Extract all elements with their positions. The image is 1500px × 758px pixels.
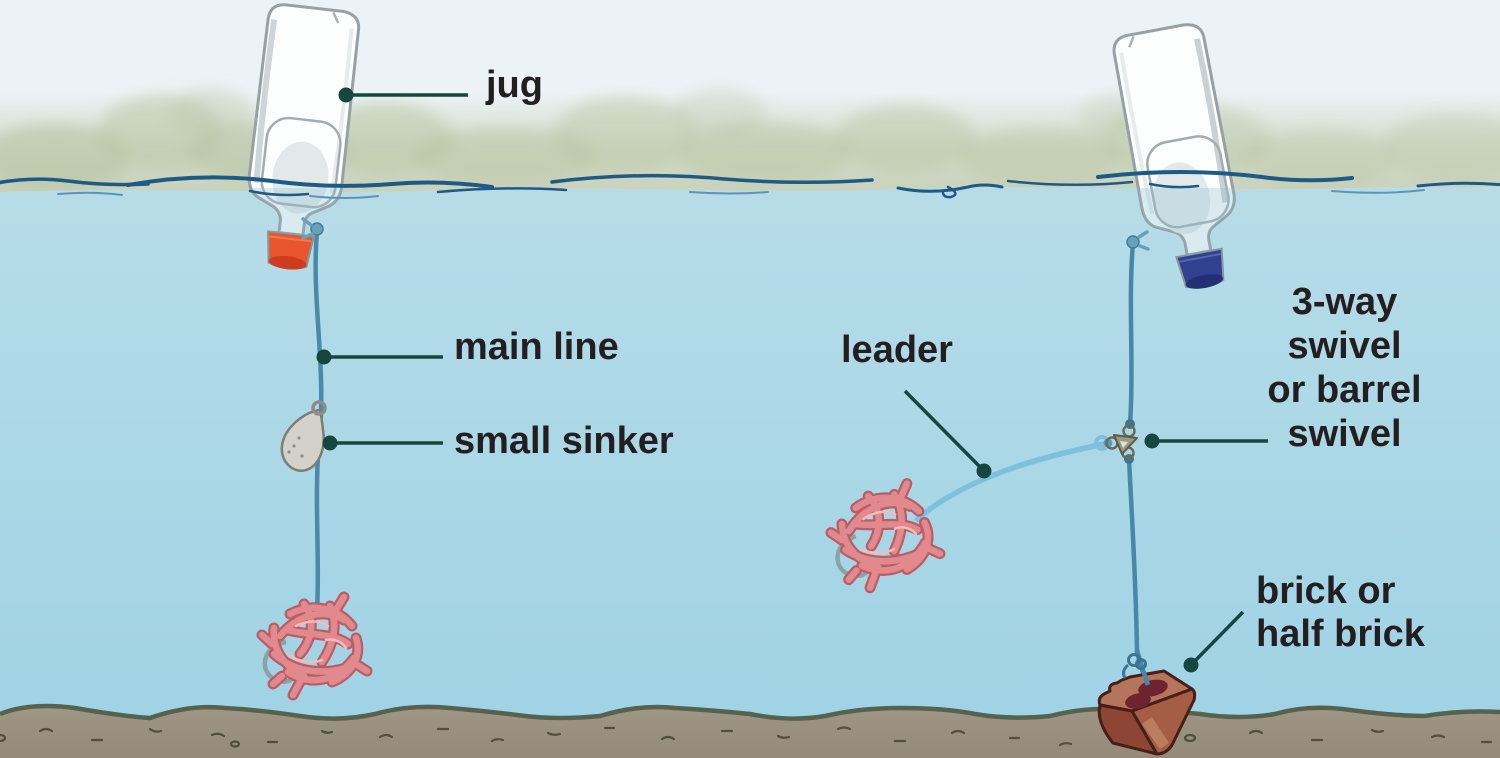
small-sinker-label-text: small sinker xyxy=(454,420,674,462)
treeline xyxy=(0,88,1500,194)
jug-label-text: jug xyxy=(486,64,543,106)
water-surface-waves xyxy=(0,170,1500,199)
bottom-edge xyxy=(0,703,1500,721)
brick-label-line2: half brick xyxy=(1256,613,1425,655)
lake-bottom xyxy=(0,703,1500,758)
main-line-upper xyxy=(1127,242,1136,425)
jug-label: jug xyxy=(486,63,543,107)
small-sinker-label: small sinker xyxy=(454,419,674,463)
leader-line xyxy=(914,441,1105,523)
brick-knot xyxy=(1122,653,1147,679)
leader-callout-line xyxy=(903,389,986,473)
swivel-label-line2: swivel xyxy=(1287,325,1402,367)
jug-callout-dot xyxy=(338,87,354,103)
main-line-callout-dot xyxy=(316,349,332,365)
three-way-swivel xyxy=(1103,419,1138,464)
jug-cap-orange xyxy=(267,230,316,270)
jug-left xyxy=(241,1,363,270)
jug-cap-blue xyxy=(1175,247,1225,289)
swivel-label-line1: 3-way xyxy=(1291,281,1398,323)
main-line-label: main line xyxy=(454,325,619,369)
brick xyxy=(1097,669,1197,756)
brick-callout-dot xyxy=(1183,657,1199,673)
right-rig xyxy=(826,242,1197,756)
water xyxy=(0,187,1500,758)
main-line-label-text: main line xyxy=(454,326,619,368)
callouts xyxy=(316,87,1268,673)
leader-callout-dot xyxy=(976,463,992,479)
small-sinker-callout-dot xyxy=(322,435,338,451)
swivel-label: 3-way swivel or barrel swivel xyxy=(1242,280,1447,456)
brick-label: brick or half brick xyxy=(1256,570,1425,656)
brick-callout-line xyxy=(1189,610,1245,667)
swivel-label-line4: swivel xyxy=(1287,413,1402,455)
sediment-speckles xyxy=(0,726,1493,748)
leader-label-text: leader xyxy=(841,329,953,371)
brick-label-line1: brick or xyxy=(1256,570,1396,612)
leader-label: leader xyxy=(841,328,953,372)
small-sinker xyxy=(280,400,327,473)
left-rig xyxy=(262,230,367,695)
swivel-callout-dot xyxy=(1144,433,1160,449)
jug-knots xyxy=(301,217,1150,251)
swivel-label-line3: or barrel xyxy=(1267,369,1422,411)
